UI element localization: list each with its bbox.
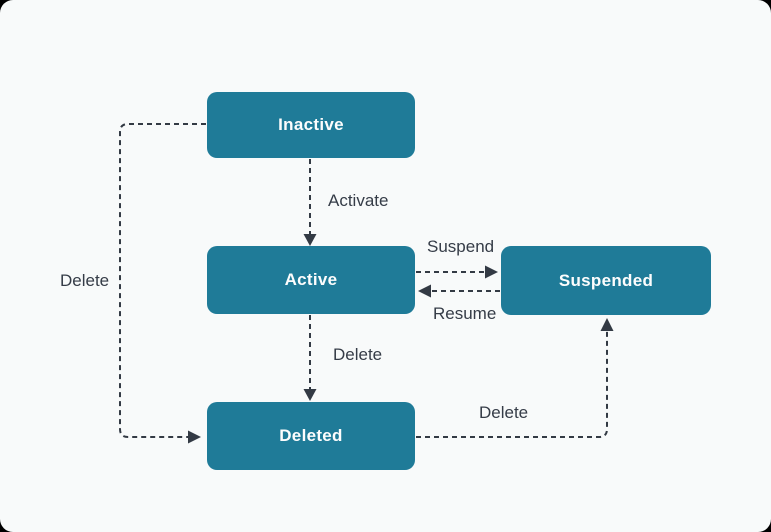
state-node-inactive: Inactive bbox=[207, 92, 415, 158]
state-node-label: Suspended bbox=[558, 270, 654, 290]
edge-active-to-suspended bbox=[416, 265, 498, 279]
edge-label-resume: Resume bbox=[433, 304, 497, 323]
edge-inactive-to-active bbox=[303, 159, 317, 246]
edge-suspended-to-active bbox=[418, 284, 500, 298]
edge-label-delete-active-deleted: Delete bbox=[333, 345, 383, 364]
state-node-deleted: Deleted bbox=[207, 402, 415, 470]
edge-deleted-to-suspended bbox=[416, 318, 614, 438]
edge-inactive-to-deleted bbox=[119, 123, 206, 444]
state-node-label: Deleted bbox=[279, 426, 343, 445]
edge-label-suspend: Suspend bbox=[427, 237, 495, 256]
state-node-active: Active bbox=[207, 246, 415, 314]
state-node-suspended: Suspended bbox=[501, 246, 711, 315]
state-node-label: Inactive bbox=[278, 115, 344, 134]
edge-active-to-deleted bbox=[303, 315, 317, 401]
edge-label-activate: Activate bbox=[328, 191, 389, 210]
edge-label-delete-deleted-suspended: Delete bbox=[479, 403, 529, 422]
edge-label-delete-inactive-deleted: Delete bbox=[60, 271, 110, 290]
state-node-label: Active bbox=[284, 270, 338, 289]
